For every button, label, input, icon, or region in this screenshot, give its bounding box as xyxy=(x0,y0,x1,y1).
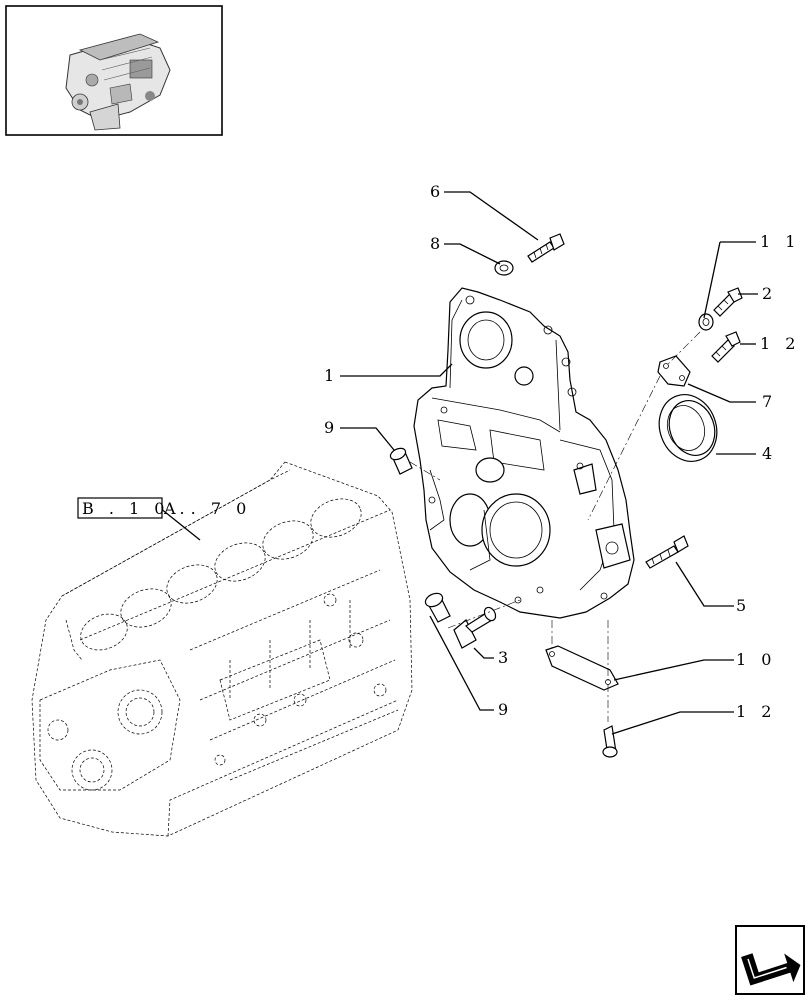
dowel-bush-9-top xyxy=(389,447,413,475)
label-7: 7 xyxy=(762,392,777,411)
washer-8 xyxy=(494,260,514,276)
bolt-2 xyxy=(713,287,743,317)
label-9-bottom: 9 xyxy=(498,700,513,719)
label-6: 6 xyxy=(430,182,445,201)
section-reference-link[interactable]: B . 1 0 . A . 7 0 xyxy=(77,497,251,519)
bolt-12-bottom xyxy=(602,725,618,758)
label-8: 8 xyxy=(430,234,445,253)
seal-ring-4 xyxy=(658,394,718,462)
label-9-top: 9 xyxy=(324,418,339,437)
label-3: 3 xyxy=(498,648,513,667)
label-10: 1 0 xyxy=(736,650,776,669)
dowel-bush-9-bottom xyxy=(424,592,451,623)
part-labels: 6 8 1 9 1 1 2 1 2 7 4 5 3 1 0 9 1 2 xyxy=(324,182,800,721)
label-4: 4 xyxy=(762,444,777,463)
assembly-centerlines xyxy=(409,331,701,722)
label-2: 2 xyxy=(762,284,777,303)
label-5: 5 xyxy=(736,596,751,615)
washer-11 xyxy=(698,313,714,331)
engine-block-outline xyxy=(31,461,413,837)
bolt-6 xyxy=(527,233,565,263)
bolt-12-top xyxy=(711,331,741,363)
section-reference-boxed: B . 1 0 . xyxy=(82,499,190,518)
cover-plate-10 xyxy=(545,645,619,691)
label-12-top: 1 2 xyxy=(760,334,800,353)
label-12-bottom: 1 2 xyxy=(736,702,776,721)
bolt-3 xyxy=(453,606,497,649)
next-page-arrow-icon[interactable] xyxy=(735,925,805,995)
section-reference-suffix: A . 7 0 xyxy=(163,499,251,518)
bolt-5 xyxy=(645,535,689,569)
plate-7 xyxy=(657,355,691,387)
leader-lines xyxy=(159,191,758,735)
flywheel-housing xyxy=(413,287,635,619)
label-11: 1 1 xyxy=(760,232,800,251)
label-1: 1 xyxy=(324,366,339,385)
engine-thumbnail-icon[interactable] xyxy=(5,5,223,136)
